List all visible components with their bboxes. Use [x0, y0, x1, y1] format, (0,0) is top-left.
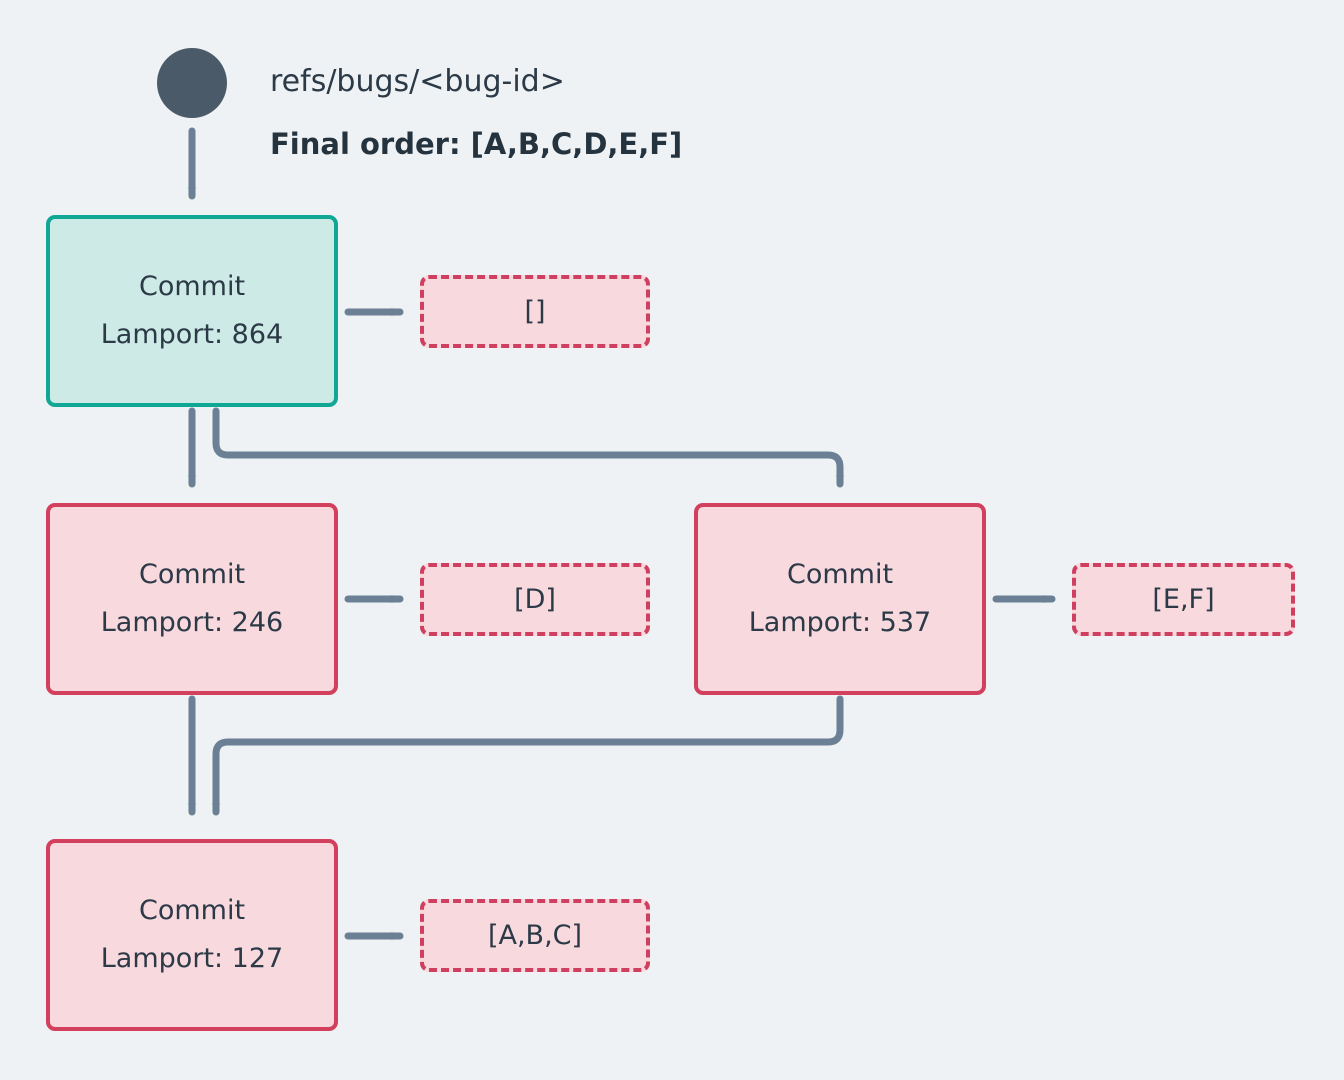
- commit-node-537-lamport: Lamport: 537: [748, 607, 932, 638]
- commit-node-246[interactable]: Commit Lamport: 246: [46, 503, 338, 695]
- commit-node-537-title: Commit: [786, 559, 894, 590]
- badge-commit-864: []: [420, 275, 650, 348]
- badge-commit-537: [E,F]: [1072, 563, 1295, 636]
- ref-path-label: refs/bugs/<bug-id>: [270, 64, 565, 99]
- commit-node-537[interactable]: Commit Lamport: 537: [694, 503, 986, 695]
- edge-commit-864-to-commit-537: [212, 407, 844, 488]
- start-node: [157, 48, 227, 118]
- final-order-label: Final order: [A,B,C,D,E,F]: [270, 127, 683, 161]
- commit-node-127[interactable]: Commit Lamport: 127: [46, 839, 338, 1031]
- badge-commit-127: [A,B,C]: [420, 899, 650, 972]
- commit-node-246-title: Commit: [138, 559, 246, 590]
- commit-node-864-lamport: Lamport: 864: [100, 319, 284, 350]
- badge-commit-246: [D]: [420, 563, 650, 636]
- commit-node-127-lamport: Lamport: 127: [100, 943, 284, 974]
- commit-node-246-lamport: Lamport: 246: [100, 607, 284, 638]
- edge-commit-537-to-commit-127: [212, 695, 844, 816]
- commit-node-864-title: Commit: [138, 271, 246, 302]
- commit-node-864[interactable]: Commit Lamport: 864: [46, 215, 338, 407]
- commit-node-127-title: Commit: [138, 895, 246, 926]
